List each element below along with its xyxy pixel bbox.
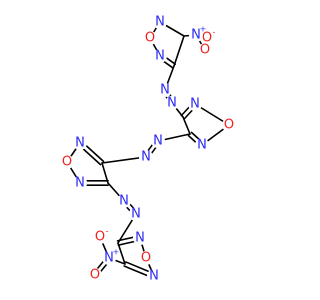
atom-symbol: O xyxy=(141,251,151,266)
atom-label-background xyxy=(102,251,116,265)
atom-o2-nitro-top: O xyxy=(198,43,212,58)
atom-ring4-n-a: N xyxy=(133,231,147,246)
atom-ring3-n-b: N xyxy=(73,176,87,191)
atom-label-background xyxy=(133,231,147,245)
atom-label-background xyxy=(198,43,212,57)
atom-azo3-n-b: N xyxy=(129,207,143,222)
atom-label-background xyxy=(117,194,131,208)
atom-label-background xyxy=(88,268,102,282)
atom-ring1-o: O xyxy=(143,31,157,46)
atom-charge: + xyxy=(200,25,207,34)
atom-symbol: O xyxy=(62,155,72,170)
atom-charge: + xyxy=(113,248,120,257)
atom-label-background xyxy=(222,118,236,132)
atom-label-background xyxy=(60,155,74,169)
atom-azo3-n-a: N xyxy=(117,194,131,209)
atom-label-background xyxy=(153,15,167,29)
atom-azo2-n-a: N xyxy=(151,134,165,149)
bond-14 xyxy=(182,116,191,135)
atom-ring1-n-a: N xyxy=(153,15,167,30)
atom-symbol: N xyxy=(190,97,200,112)
atom-symbol: O xyxy=(90,268,100,283)
atom-label-background xyxy=(93,230,107,244)
atom-ring4-n-b: N xyxy=(147,269,161,284)
atom-n-nitro-bot: N+ xyxy=(102,248,119,266)
atom-ring3-o: O xyxy=(60,155,74,170)
atom-symbol: N xyxy=(75,136,85,151)
atom-azo1-n-a: N xyxy=(158,83,172,98)
atom-label-background xyxy=(139,251,153,265)
atom-symbol: N xyxy=(119,194,129,209)
atom-label-background xyxy=(73,136,87,150)
atom-symbol: N xyxy=(135,231,145,246)
atom-ring3-n-a: N xyxy=(73,136,87,151)
atom-label-background xyxy=(189,28,203,42)
atom-charge: - xyxy=(106,227,109,236)
atom-label-background xyxy=(129,207,143,221)
atom-label-background xyxy=(195,138,209,152)
atom-symbol: N xyxy=(191,28,201,43)
atom-symbol: N xyxy=(131,207,141,222)
bond-6 xyxy=(173,35,185,67)
atom-label-background xyxy=(147,269,161,283)
atom-symbol: N xyxy=(141,150,151,165)
atom-azo2-n-b: N xyxy=(139,150,153,165)
atom-symbol: N xyxy=(104,251,114,266)
atom-symbol: N xyxy=(155,49,165,64)
atom-label-background xyxy=(143,31,157,45)
atom-o1-nitro-top: O- xyxy=(200,28,216,46)
atom-charge: - xyxy=(213,28,216,37)
atom-ring2-n-b: N xyxy=(195,138,209,153)
atom-label-background xyxy=(73,176,87,190)
atom-symbol: N xyxy=(160,83,170,98)
atom-symbol: O xyxy=(95,230,105,245)
atom-ring4-o: O xyxy=(139,251,153,266)
atom-label-background xyxy=(151,134,165,148)
atom-symbol: O xyxy=(200,43,210,58)
atom-label-background xyxy=(188,97,202,111)
atom-o1-nitro-bot: O- xyxy=(93,227,109,245)
atom-label-background xyxy=(200,31,214,45)
atom-symbol: N xyxy=(155,15,165,30)
atom-symbol: N xyxy=(149,269,159,284)
atom-n-nitro-top: N+ xyxy=(189,25,206,43)
atom-ring2-n-a: N xyxy=(188,97,202,112)
atom-symbol: O xyxy=(202,31,212,46)
atom-ring2-o: O xyxy=(222,118,236,133)
atom-o2-nitro-bot: O xyxy=(88,268,102,283)
atom-label-background xyxy=(158,83,172,97)
bond-30 xyxy=(117,242,126,265)
bond-17 xyxy=(101,156,147,164)
atom-symbol: N xyxy=(197,138,207,153)
atom-symbol: O xyxy=(145,31,155,46)
atom-label-background xyxy=(153,49,167,63)
atom-symbol: N xyxy=(167,96,177,111)
atom-label-background xyxy=(165,96,179,110)
atom-symbol: O xyxy=(224,118,234,133)
atom-symbol: N xyxy=(75,176,85,191)
atom-label-background xyxy=(139,150,153,164)
bond-22 xyxy=(101,162,109,184)
atom-symbol: N xyxy=(153,134,163,149)
atom-azo1-n-b: N xyxy=(165,96,179,111)
atom-ring1-n-b: N xyxy=(153,49,167,64)
